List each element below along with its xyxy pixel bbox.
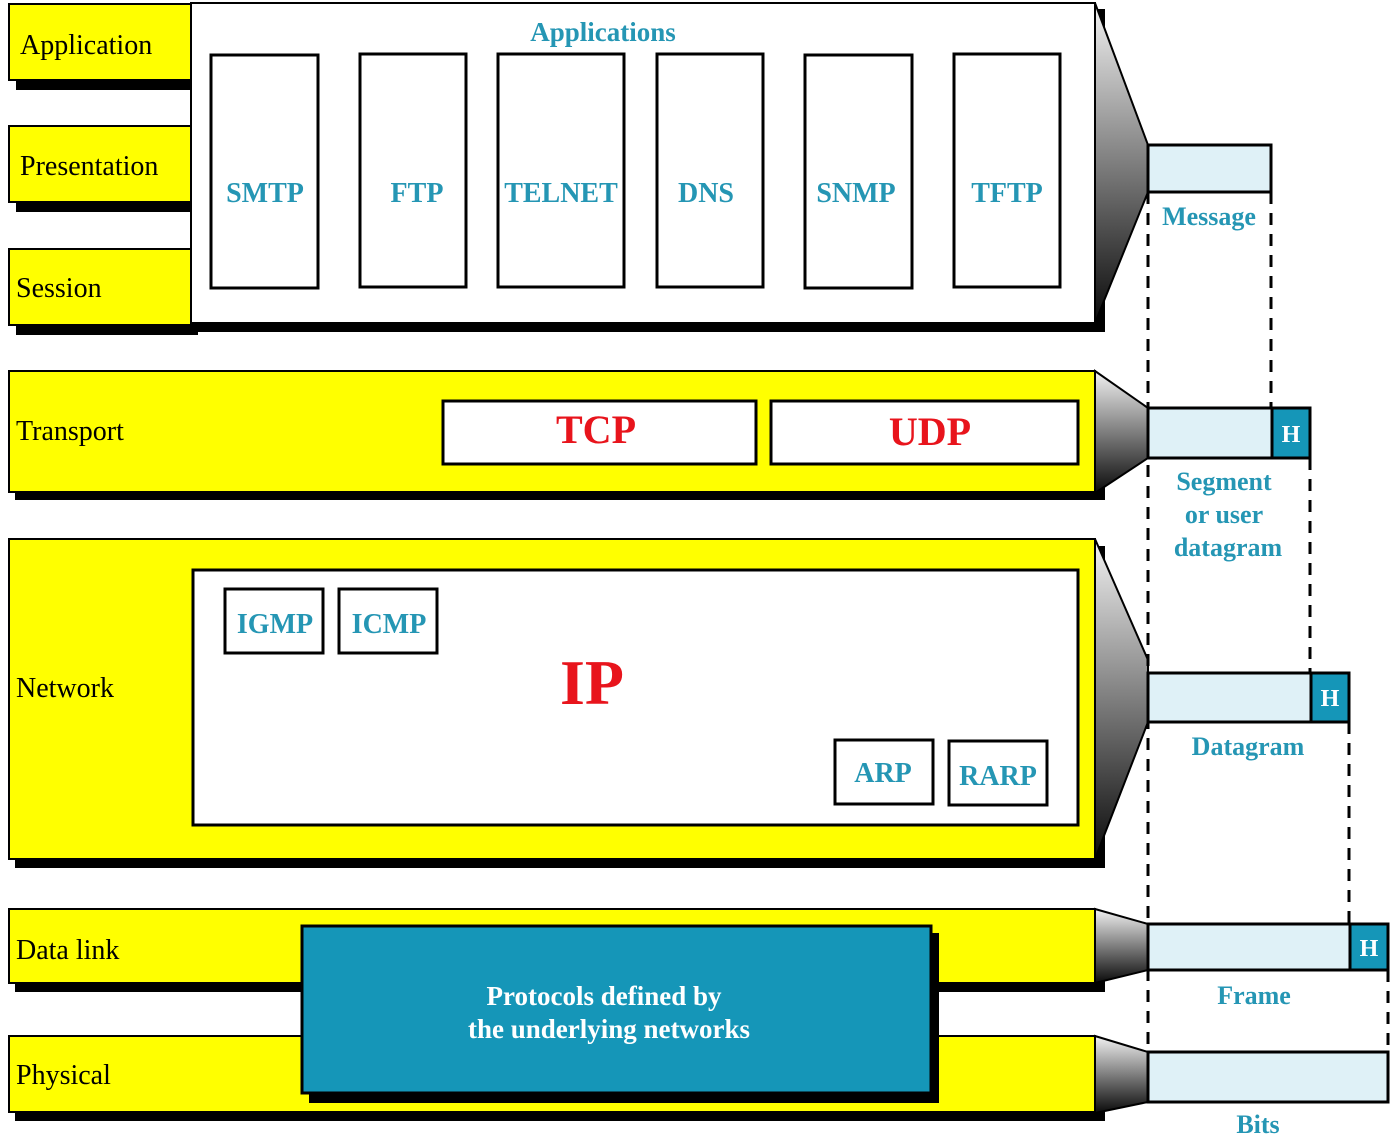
layer-data-link-label: Data link	[16, 935, 119, 966]
arp-box	[833, 738, 935, 806]
message-unit	[1146, 143, 1273, 194]
transport-funnel	[1094, 369, 1149, 495]
telnet-box	[496, 52, 626, 289]
link-physical-block: Data link Physical Protocols defined by …	[8, 907, 1149, 1121]
frame-header	[1348, 922, 1390, 972]
applications-area	[190, 2, 1096, 324]
application-funnel	[1094, 2, 1149, 324]
layer-physical-label: Physical	[16, 1060, 111, 1091]
datagram-unit	[1146, 671, 1313, 724]
network-funnel	[1094, 538, 1149, 860]
underlying-networks-box	[300, 924, 933, 1095]
igmp-label: IGMP	[237, 609, 313, 640]
data-units-column: Message H Segment or user datagram H Dat…	[1146, 143, 1390, 1134]
applications-title: Applications	[530, 17, 676, 47]
tcp-box	[441, 399, 758, 466]
data-link-funnel	[1094, 907, 1149, 985]
tftp-label: TFTP	[971, 178, 1043, 209]
udp-box	[769, 399, 1080, 466]
igmp-box	[223, 587, 325, 655]
segment-label-line1: Segment	[1176, 467, 1272, 496]
layer-session	[8, 248, 192, 326]
dns-label: DNS	[678, 178, 734, 209]
layer-application	[8, 3, 192, 81]
datagram-header	[1309, 671, 1351, 724]
segment-label-line2: or user	[1185, 500, 1263, 529]
layer-presentation	[8, 125, 192, 203]
layer-network-label: Network	[16, 673, 114, 704]
dashed-guides	[1146, 192, 1390, 1052]
icmp-box	[337, 587, 439, 655]
layer-transport-label: Transport	[16, 416, 124, 447]
arp-label: ARP	[854, 758, 912, 789]
message-label: Message	[1162, 202, 1256, 231]
frame-unit	[1146, 922, 1352, 972]
transport-block: Transport TCP UDP	[8, 369, 1149, 500]
bits-unit	[1146, 1050, 1390, 1104]
layer-presentation-label: Presentation	[20, 151, 158, 182]
physical-funnel	[1094, 1034, 1149, 1115]
segment-unit	[1146, 406, 1274, 460]
underlying-networks-line1: Protocols defined by	[487, 981, 722, 1011]
segment-label-line3: datagram	[1174, 533, 1283, 562]
tcp-label: TCP	[556, 407, 636, 452]
datagram-label: Datagram	[1192, 732, 1305, 761]
segment-header-label: H	[1282, 422, 1301, 448]
application-block: Application Presentation Session Applica…	[8, 2, 1149, 335]
datagram-header-label: H	[1321, 686, 1340, 712]
ftp-label: FTP	[391, 178, 444, 209]
layer-application-label: Application	[20, 30, 152, 61]
snmp-box	[803, 53, 914, 290]
frame-header-label: H	[1360, 936, 1379, 962]
underlying-networks-line2: the underlying networks	[468, 1014, 750, 1044]
frame-label: Frame	[1217, 981, 1291, 1010]
rarp-box	[947, 739, 1049, 807]
network-block: Network IP IGMP ICMP ARP RARP	[8, 538, 1149, 868]
udp-label: UDP	[889, 409, 971, 454]
telnet-label: TELNET	[504, 178, 618, 209]
ip-label: IP	[560, 647, 624, 718]
tftp-box	[952, 52, 1062, 289]
layer-session-label: Session	[16, 273, 102, 304]
snmp-label: SNMP	[816, 178, 895, 209]
rarp-label: RARP	[959, 761, 1037, 792]
smtp-box	[209, 53, 320, 290]
segment-header	[1270, 406, 1312, 460]
dns-box	[655, 52, 765, 289]
ip-area	[191, 568, 1080, 827]
smtp-label: SMTP	[226, 178, 304, 209]
ftp-box	[358, 52, 468, 289]
icmp-label: ICMP	[352, 609, 427, 640]
bits-label: Bits	[1236, 1110, 1279, 1134]
